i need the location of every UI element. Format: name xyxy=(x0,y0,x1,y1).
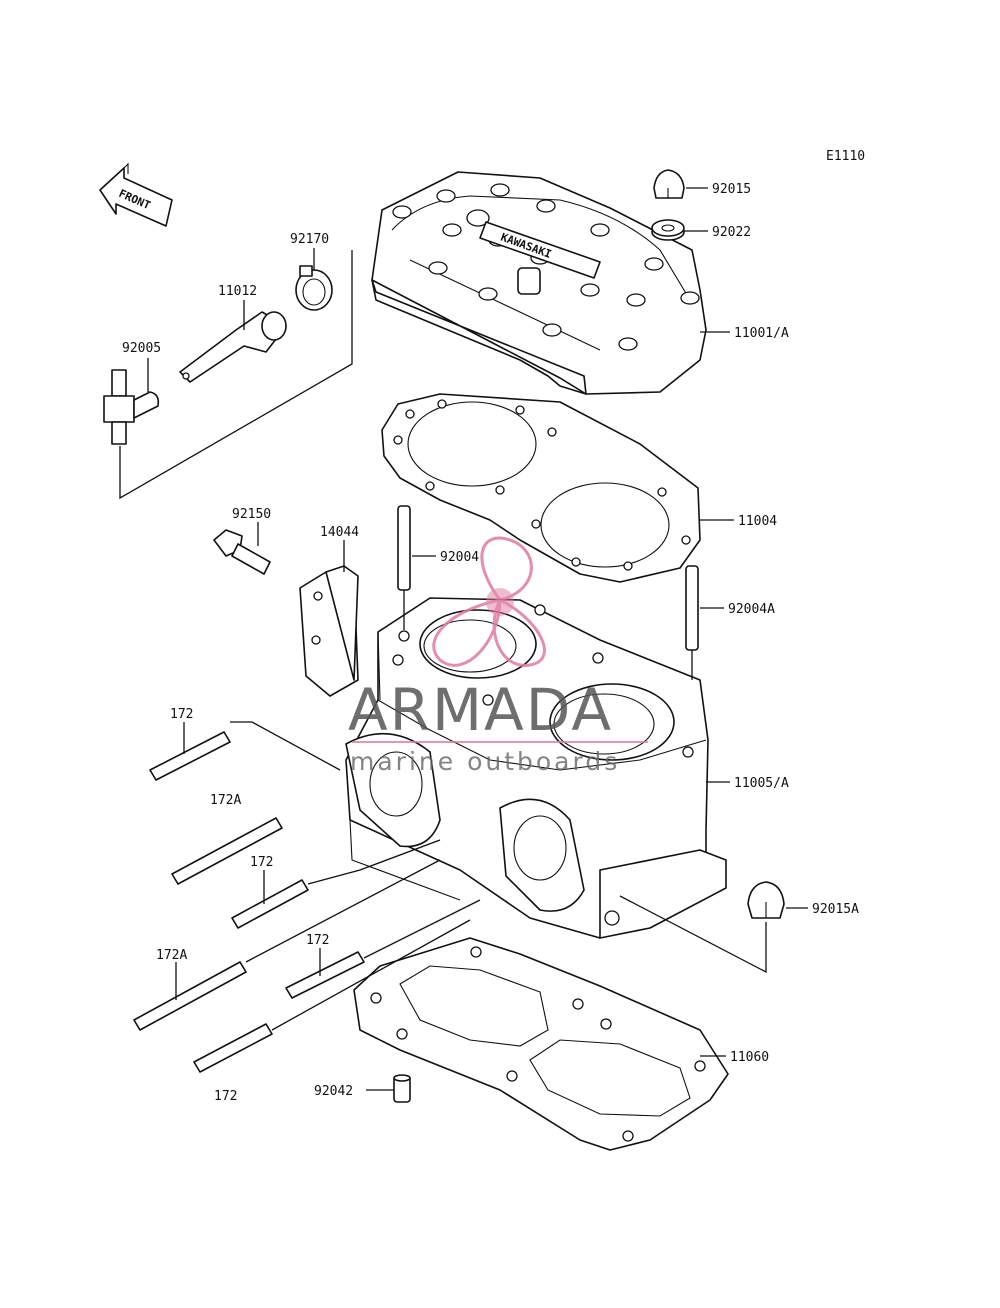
propeller-logo-icon xyxy=(432,536,546,667)
cylinder-head-drawing: KAWASAKI xyxy=(371,171,707,395)
part-number[interactable]: 11005/A xyxy=(734,776,789,791)
part-number[interactable]: 92005 xyxy=(122,341,161,356)
washer-92022-drawing xyxy=(651,219,685,241)
part-number[interactable]: 92022 xyxy=(712,225,751,240)
watermark-title: ARMADA xyxy=(348,676,613,744)
part-number[interactable]: 172A xyxy=(210,793,241,808)
dowel-92042-drawing xyxy=(393,1074,411,1103)
part-number[interactable]: 92015A xyxy=(812,902,859,917)
bolt-92150-drawing xyxy=(213,529,271,575)
part-number[interactable]: 92004 xyxy=(440,550,479,565)
part-number[interactable]: 11060 xyxy=(730,1050,769,1065)
nut-92015A-drawing xyxy=(747,881,785,919)
cylinder-block-drawing xyxy=(345,597,727,939)
part-number[interactable]: 172 xyxy=(306,933,329,948)
watermark-subtitle: marine outboards xyxy=(350,747,620,776)
bracket-14044-drawing xyxy=(299,565,359,697)
watermark: ARMADA marine outboards xyxy=(348,536,648,776)
part-number[interactable]: 11012 xyxy=(218,284,257,299)
part-number[interactable]: 172 xyxy=(250,855,273,870)
part-number[interactable]: 92170 xyxy=(290,232,329,247)
part-number[interactable]: 172 xyxy=(214,1089,237,1104)
part-labels: 92015 92022 92170 11012 92005 11001/A 11… xyxy=(122,182,859,1104)
pipe-11012-drawing xyxy=(179,311,287,383)
head-gasket-drawing xyxy=(381,393,701,583)
part-number[interactable]: 92150 xyxy=(232,507,271,522)
stud-92004A-drawing xyxy=(685,565,699,651)
diagram-code: E1110 xyxy=(826,149,865,164)
part-number[interactable]: 11004 xyxy=(738,514,777,529)
front-arrow-icon: FRONT xyxy=(99,162,173,227)
clamp-92170-drawing xyxy=(295,265,333,311)
part-number[interactable]: 92004A xyxy=(728,602,775,617)
stud-92004-drawing xyxy=(397,505,411,591)
part-number[interactable]: 14044 xyxy=(320,525,359,540)
part-number[interactable]: 172 xyxy=(170,707,193,722)
base-gasket-drawing xyxy=(353,937,729,1151)
leader-lines xyxy=(119,187,808,1091)
part-number[interactable]: 92015 xyxy=(712,182,751,197)
part-number[interactable]: 11001/A xyxy=(734,326,789,341)
fitting-92005-drawing xyxy=(103,369,160,445)
part-number[interactable]: 92042 xyxy=(314,1084,353,1099)
studs-172-drawing xyxy=(133,731,365,1073)
cap-nut-92015-drawing xyxy=(653,169,685,199)
part-number[interactable]: 172A xyxy=(156,948,187,963)
